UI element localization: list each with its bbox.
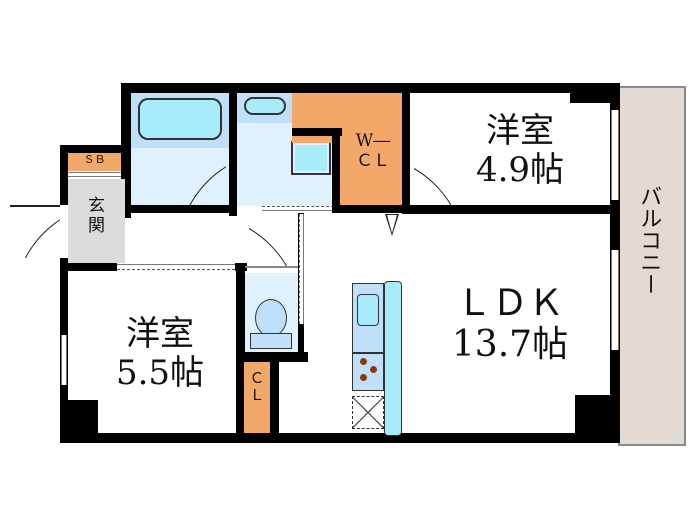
wall-bath-bottom [121, 205, 233, 213]
wall-wcl-right [402, 83, 410, 213]
wall-entrance-left [60, 145, 68, 205]
door-marker-inner [387, 215, 397, 233]
entrance-label-line1: 玄 [88, 196, 105, 216]
wall-bottom [60, 433, 620, 443]
wall-hall-bottom-left [60, 263, 117, 271]
washing-machine-icon [291, 141, 331, 175]
pillar-bottom-right [575, 395, 620, 443]
wall-wcl-inner-v [332, 128, 340, 213]
sink-icon [244, 97, 286, 115]
wall-bath-wash [229, 83, 237, 216]
toilet-bowl-icon [255, 299, 287, 337]
wall-top [121, 83, 620, 93]
burner-icon-3 [360, 374, 367, 381]
window-left [61, 335, 67, 385]
kitchen-island-counter [384, 281, 402, 436]
fridge-space-icon [352, 396, 384, 429]
shoe-box-shelf [68, 172, 121, 177]
wcl-label-line2: ＣＬ [356, 150, 390, 171]
entrance-door-leaf [10, 205, 60, 207]
window-right-upper [611, 110, 619, 200]
room-4-9-label: 洋室 4.9帖 [440, 111, 600, 191]
stove-divider [352, 352, 384, 354]
wall-wcl-bottom [332, 205, 412, 213]
bathtub-icon [138, 98, 222, 140]
entrance-label: 玄 関 [68, 196, 125, 236]
wall-wcl-inner [292, 128, 342, 136]
shoe-box [68, 153, 121, 171]
balcony-label: バルコニー [636, 185, 662, 295]
ldk-size: 13.7帖 [451, 324, 569, 366]
room-4-9-name: 洋室 [486, 111, 554, 151]
closet-label: Ｃ Ｌ [244, 369, 270, 405]
entrance [68, 179, 125, 263]
toilet-tank-icon [250, 333, 292, 349]
ldk-name: ＬＤＫ [455, 283, 564, 324]
pillar-bottom-left [60, 400, 98, 443]
shoe-box-label: ＳＢ [83, 153, 106, 166]
wall-entrance-top [60, 145, 131, 153]
walk-in-closet-label: W― ＣＬ [344, 131, 402, 171]
window-right-lower [611, 250, 619, 350]
wall-room49-bottom [402, 205, 620, 214]
toilet-door-slide [299, 214, 304, 324]
closet [244, 362, 270, 433]
room-5-5-label: 洋室 5.5帖 [80, 314, 240, 394]
closet-label-line2: Ｌ [249, 386, 265, 405]
toilet-door-frame [245, 266, 298, 268]
burner-icon-2 [370, 366, 377, 373]
room-5-5-size: 5.5帖 [115, 353, 205, 394]
burner-icon-1 [360, 358, 367, 365]
washroom-door-slide [262, 206, 334, 211]
room55-door-slide [117, 264, 240, 270]
entrance-label-line2: 関 [88, 215, 105, 236]
pillar-top-right [570, 83, 620, 103]
wcl-label-line1: W― [355, 131, 391, 151]
closet-label-line1: Ｃ [249, 369, 265, 387]
room-4-9-size: 4.9帖 [475, 150, 565, 191]
wall-closet-right [270, 355, 279, 443]
room-5-5-name: 洋室 [126, 314, 194, 354]
kitchen-sink-icon [357, 294, 379, 326]
ldk-label: ＬＤＫ 13.7帖 [420, 283, 600, 366]
walk-in-closet-lower [340, 143, 402, 206]
